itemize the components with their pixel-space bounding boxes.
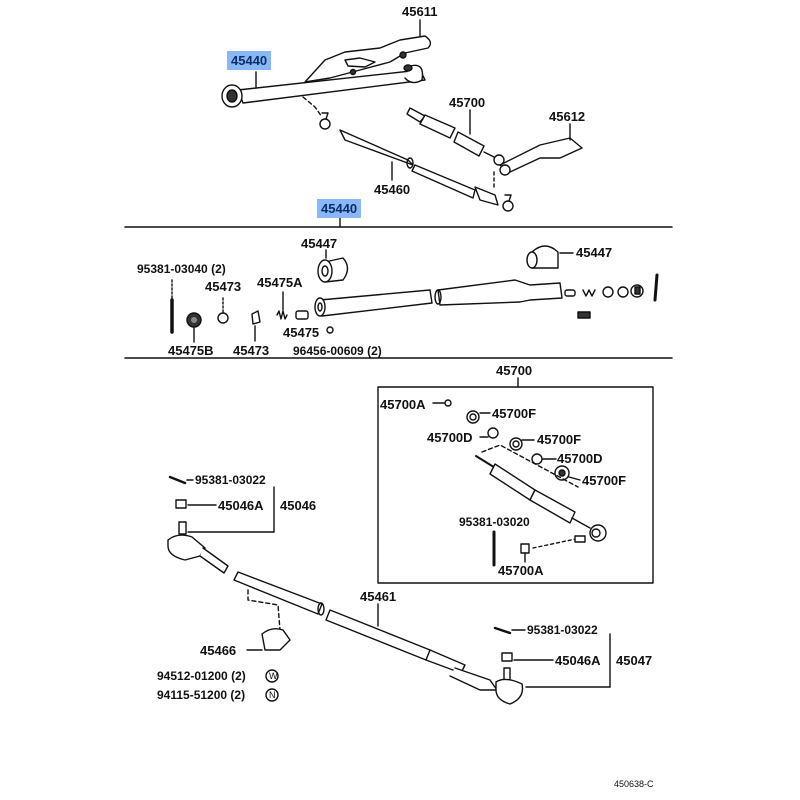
label-45473-upper: 45473 [205,279,242,294]
label-45700F-1: 45700F [492,406,537,421]
tie-rod-exploded [167,475,611,705]
figure-code: 450638-C [614,779,654,789]
label-94512-01200: 94512-01200 (2) [157,669,246,683]
label-45612: 45612 [549,109,586,124]
marker-n: N [269,690,276,700]
damper-detail-box [377,386,654,584]
label-45461: 45461 [360,589,397,604]
label-45046: 45046 [280,498,317,513]
label-45475B: 45475B [168,343,214,358]
label-45466: 45466 [200,643,237,658]
label-45700D-2: 45700D [557,451,603,466]
label-45460: 45460 [374,182,411,197]
relay-rod-assembly-top [221,64,426,108]
label-95381-03020: 95381-03020 [459,515,530,529]
marker-w: W [269,671,278,681]
label-45447-right: 45447 [576,245,613,260]
label-45700D-1: 45700D [427,430,473,445]
steering-damper-top [406,107,505,166]
label-45473-lower: 45473 [233,343,270,358]
label-45700-top: 45700 [449,95,486,110]
label-45046A-right: 45046A [555,653,601,668]
label-94115-51200: 94115-51200 (2) [157,688,246,702]
label-96456-00609: 96456-00609 (2) [293,344,382,358]
label-45700A-top: 45700A [380,397,426,412]
damper-exploded [432,399,607,567]
label-95381-03022-left: 95381-03022 [195,473,266,487]
label-45475: 45475 [283,325,320,340]
label-45700A-bottom: 45700A [498,563,544,578]
label-45047: 45047 [616,653,653,668]
label-45700-box-title: 45700 [496,363,533,378]
label-45700F-2: 45700F [537,432,582,447]
idler-arm [499,123,583,176]
label-45611: 45611 [402,4,438,19]
label-45046A-left: 45046A [218,498,264,513]
steering-link-arm [304,19,432,83]
label-95381-03040: 95381-03040 (2) [137,262,226,276]
label-45475A: 45475A [257,275,303,290]
drag-link [319,112,514,212]
label-45700F-3: 45700F [582,473,627,488]
relay-rod-exploded [170,245,659,343]
label-45447-left: 45447 [301,236,338,251]
label-45440-highlight-section[interactable]: 45440 [317,199,362,218]
label-45440-highlight-top[interactable]: 45440 [227,51,272,70]
label-95381-03022-right: 95381-03022 [527,623,598,637]
